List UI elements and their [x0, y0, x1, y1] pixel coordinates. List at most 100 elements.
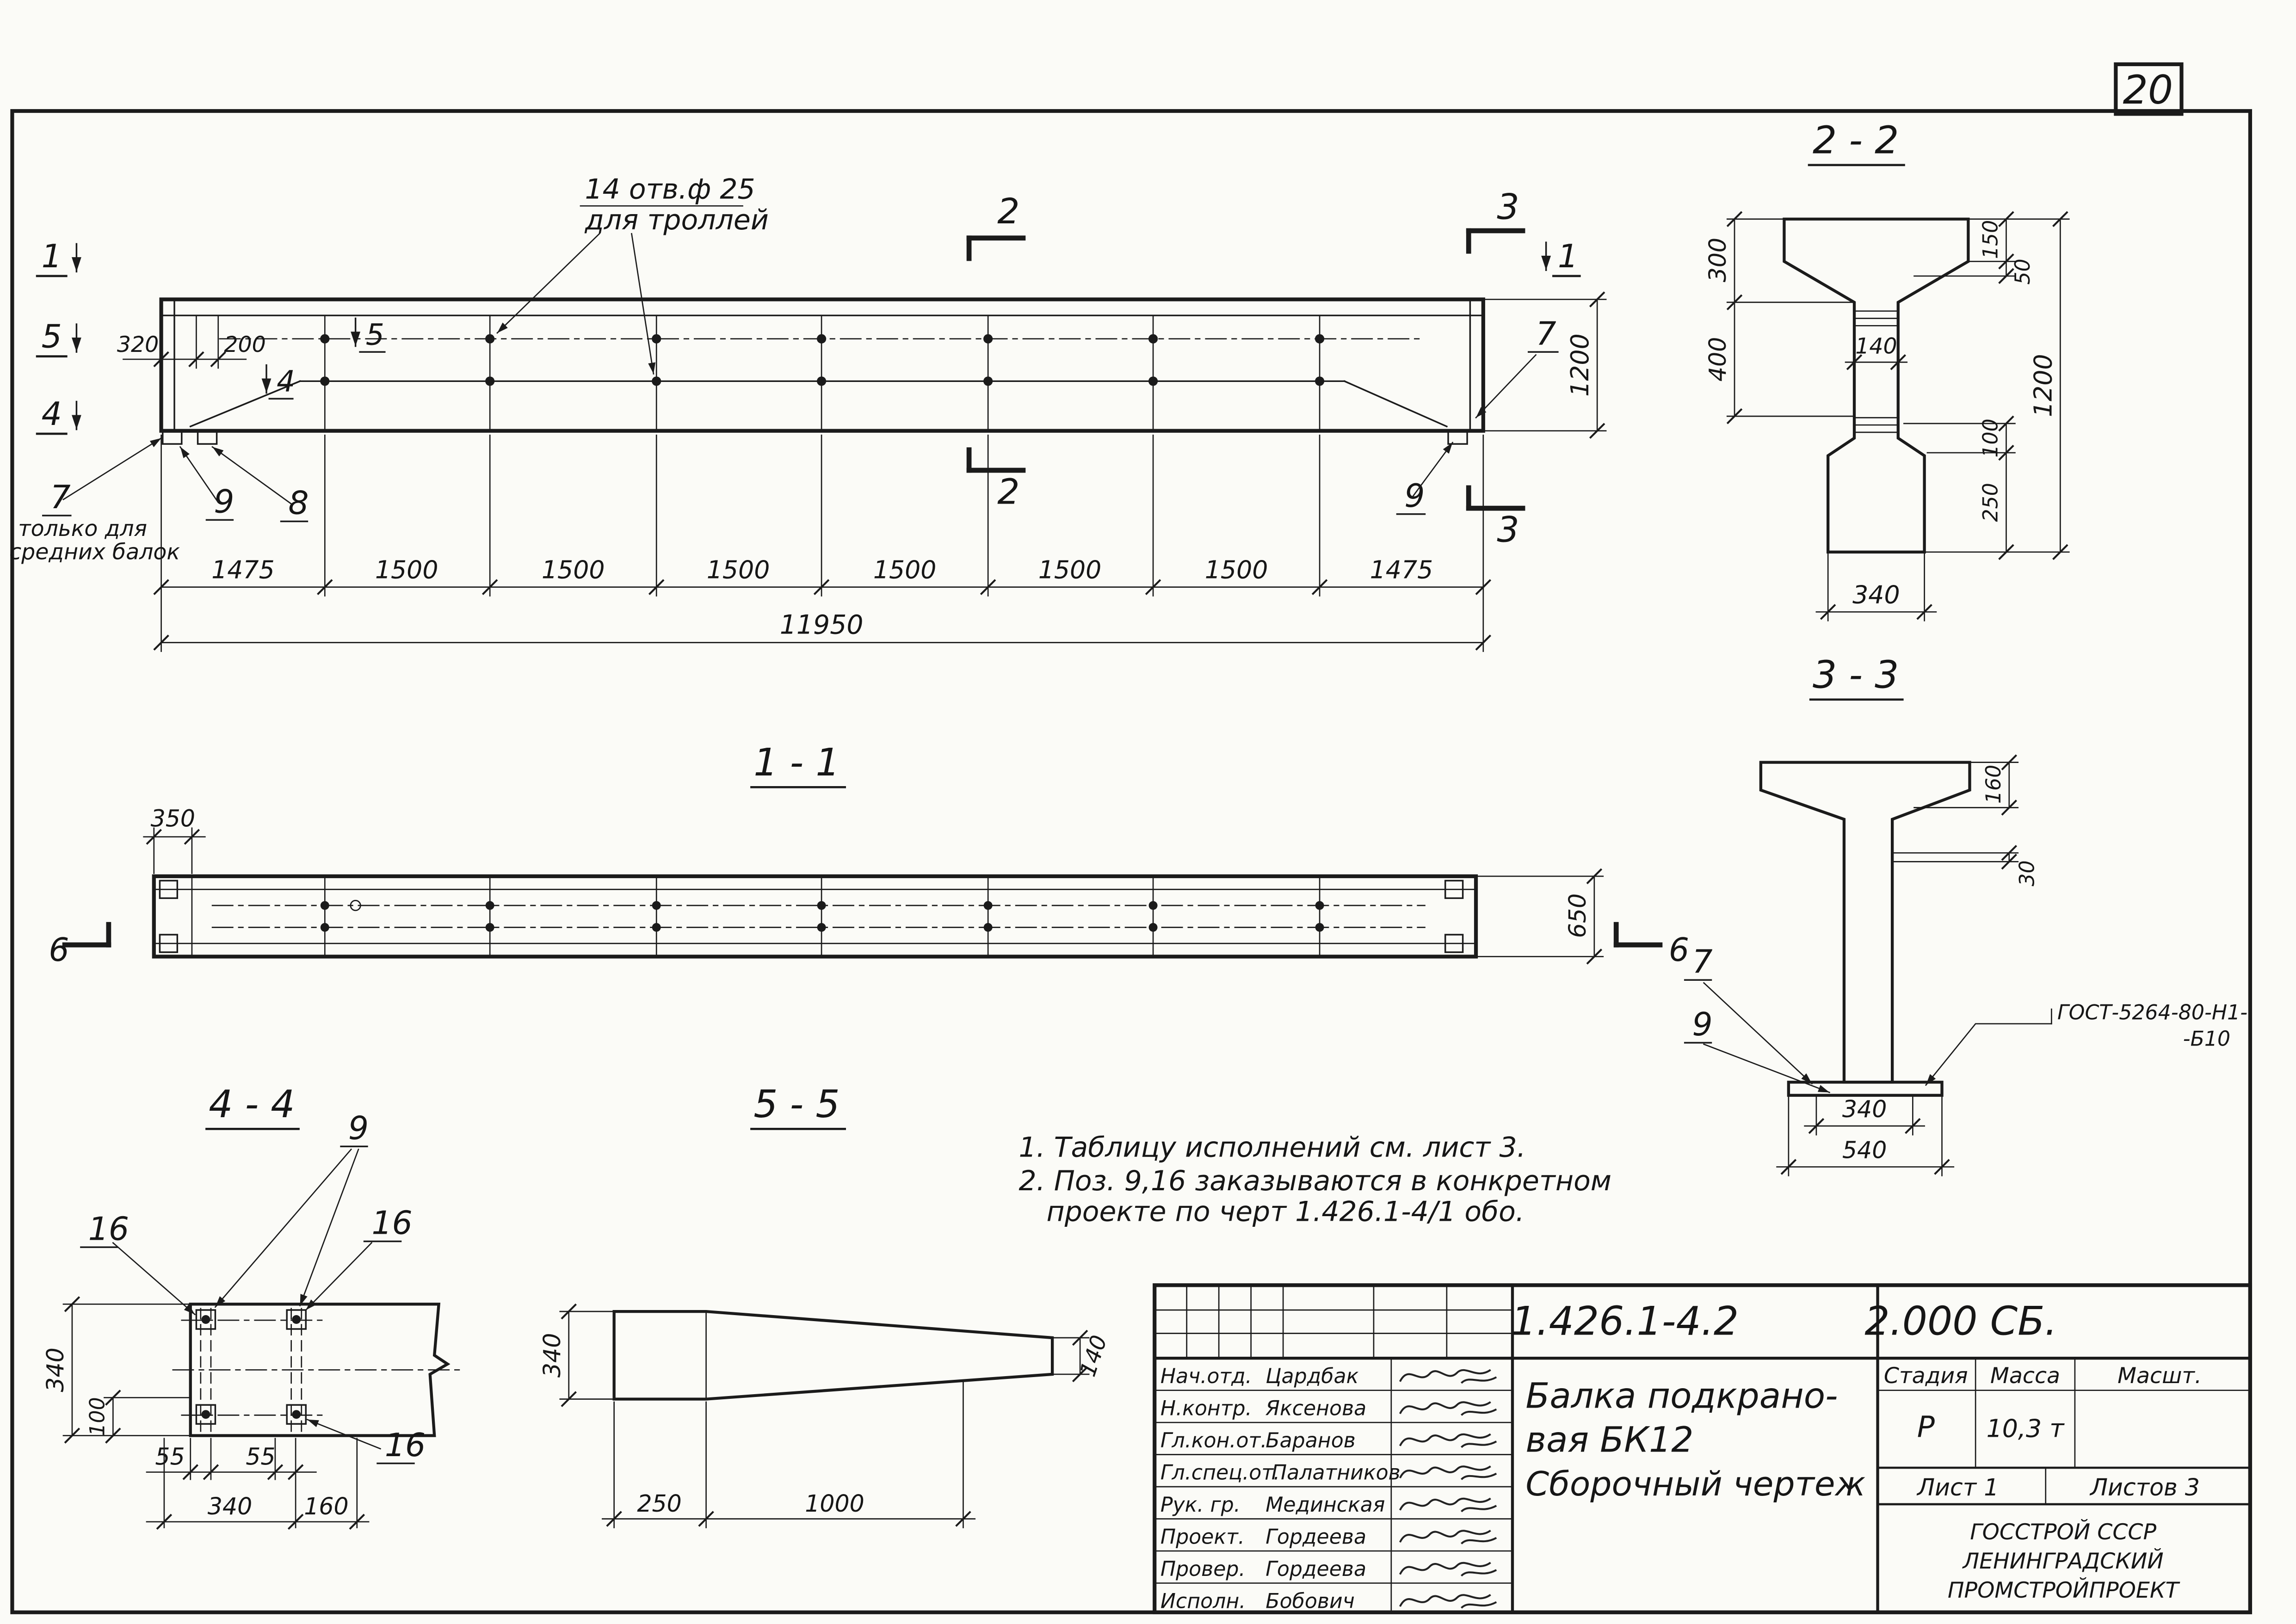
scale-header: Масшт. [2117, 1363, 2202, 1389]
gost-note-line1: ГОСТ-5264-80-Н1- [2057, 1001, 2247, 1024]
row-name: Гордеева [1265, 1557, 1366, 1581]
callouts: 7 9 7 только для средних балок 9 8 [9, 315, 1559, 565]
cross-section-shape [1783, 217, 1970, 554]
gost-note-line2: -Б10 [2183, 1027, 2231, 1051]
dim-1200: 1200 [1565, 333, 1594, 397]
mass-header: Масса [1990, 1363, 2060, 1389]
row-role: Гл.кон.от. [1160, 1429, 1267, 1452]
row-role: Гл.спец.от. [1160, 1461, 1280, 1484]
drawing-title-line2: вая БК12 [1525, 1419, 1693, 1460]
note-line2: 2. Поз. 9,16 заказываются в конкретном [1018, 1165, 1611, 1197]
section-4-4-callouts: 9 16 16 16 [80, 1110, 426, 1464]
row-role: Рук. гр. [1160, 1493, 1241, 1517]
callout-7-left: 7 [50, 479, 71, 516]
cut-mark-2-top: 2 [997, 191, 1019, 232]
plan-stiffeners [324, 875, 1321, 958]
stage-mass-scale: Стадия Масса Масшт. Р 10,3 т Лист 1 Лист… [1884, 1363, 2202, 1501]
bolt-detail [172, 1308, 462, 1432]
left-note-line1: только для [18, 516, 147, 541]
row-name: Гордеева [1265, 1525, 1366, 1549]
chain-dim: 1500 [1038, 555, 1102, 584]
chain-dim: 1475 [1370, 555, 1433, 584]
sheet-number: Лист 1 [1916, 1474, 1999, 1501]
flange-detail-shape [189, 1303, 451, 1437]
section-4-4: 4 - 4 9 16 16 16 340 [42, 1083, 462, 1529]
page-number-box: 20 [2114, 62, 2184, 116]
dim-340-plate: 340 [1842, 1095, 1887, 1123]
dim-340: 340 [1852, 580, 1900, 609]
cut-mark-1: 1 [42, 238, 62, 275]
row-role: Провер. [1160, 1557, 1246, 1581]
callout-16-b: 16 [371, 1205, 412, 1242]
bearing-plate [1787, 1081, 1944, 1097]
section-cut-6: 6 6 [49, 922, 1689, 969]
dim-340-v: 340 [42, 1347, 69, 1392]
row-role: Н.контр. [1160, 1396, 1252, 1420]
org-line1: ГОССТРОЙ СССР [1970, 1519, 2156, 1545]
dim-100-v: 100 [86, 1397, 109, 1436]
row-name: Цардбак [1265, 1365, 1358, 1388]
org-line3: ПРОМСТРОЙПРОЕКТ [1948, 1577, 2180, 1603]
section-3-3-dims: 160 30 340 540 [1776, 755, 2039, 1176]
org-line2: ЛЕНИНГРАДСКИЙ [1962, 1548, 2164, 1574]
chain-dim: 1475 [211, 555, 275, 584]
note-line3: проекте по черт 1.426.1-4/1 обо. [1047, 1195, 1524, 1228]
cut-mark-5: 5 [42, 319, 62, 356]
dim-650: 650 [1475, 869, 1604, 964]
dim-350: 350 [143, 805, 206, 874]
section-1-1-title: 1 - 1 [753, 741, 839, 785]
drawing-title-line3: Сборочный чертеж [1525, 1465, 1865, 1504]
signatures [1400, 1370, 1496, 1608]
title-block: 1.426.1-4.2 2.000 СБ. Нач.отд. Цардбак Н… [1153, 1283, 2253, 1614]
taper-plate-shape [612, 1310, 1054, 1401]
stiffeners [324, 314, 1321, 432]
dim-250: 250 [637, 1490, 681, 1517]
page-number: 20 [2123, 68, 2173, 113]
section-2-2-title: 2 - 2 [1813, 119, 1899, 163]
title-block-grid [1153, 1283, 2253, 1614]
dim-total: 11950 [780, 610, 864, 640]
holes-callout: 14 отв.ф 25 для троллей [496, 173, 769, 375]
dim-540: 540 [1842, 1137, 1887, 1164]
chain-dim: 1500 [707, 555, 770, 584]
dim-50: 50 [2011, 258, 2035, 284]
organization: ГОССТРОЙ СССР ЛЕНИНГРАДСКИЙ ПРОМСТРОЙПРО… [1948, 1519, 2180, 1603]
dim-160: 160 [304, 1493, 348, 1520]
stage-value: Р [1917, 1410, 1935, 1444]
beam-outline [159, 297, 1485, 445]
row-role: Проект. [1160, 1525, 1245, 1549]
cut-mark-4-inner: 4 [277, 364, 295, 398]
note-line1: 1. Таблицу исполнений см. лист 3. [1018, 1131, 1525, 1163]
dim-30: 30 [2015, 861, 2039, 886]
dim-1200-section: 1200 [2028, 354, 2057, 417]
dim-250: 250 [1979, 483, 2003, 522]
plan-outline [152, 874, 1478, 959]
chain-dim: 1500 [542, 555, 605, 584]
section-4-4-title: 4 - 4 [209, 1083, 295, 1126]
holes-label-line1: 14 отв.ф 25 [585, 173, 755, 206]
cut-mark-6-left: 6 [49, 932, 69, 969]
doc-number: 1.426.1-4.2 [1511, 1299, 1739, 1345]
section-5-5-dims: 340 140 250 1000 [538, 1304, 1112, 1528]
row-name: Палатников [1271, 1461, 1401, 1484]
left-note-line2: средних балок [9, 540, 180, 565]
section-cut-3: 3 3 [1466, 187, 1525, 550]
section-marks-left: 1 5 4 [36, 238, 81, 435]
elevation-view: 14 отв.ф 25 для троллей 1 5 4 5 4 2 2 3 [9, 173, 1607, 652]
section-4-4-dims: 340 100 55 55 340 160 [42, 1297, 370, 1529]
callout-7: 7 [1692, 943, 1712, 980]
notes: 1. Таблицу исполнений см. лист 3. 2. Поз… [1018, 1131, 1611, 1228]
dim-55-a: 55 [155, 1443, 185, 1470]
dimension-chain: 1475 1500 1500 1500 1500 1500 1500 1475 … [154, 434, 1491, 652]
callout-16-a: 16 [88, 1211, 129, 1248]
dim-320-200: 320 200 [117, 332, 266, 367]
cut-mark-4: 4 [42, 396, 62, 433]
dim-340-h: 340 [208, 1493, 252, 1520]
section-3-3: 3 - 3 160 30 340 540 7 9 ГОСТ-5264-80-Н1… [1684, 653, 2247, 1176]
cut-mark-2-bottom: 2 [997, 472, 1019, 512]
section-3-3-title: 3 - 3 [1813, 653, 1899, 697]
row-name: Мединская [1265, 1493, 1385, 1517]
dim-320: 320 [117, 332, 159, 357]
dim-160: 160 [1982, 765, 2006, 804]
cut-mark-3-bottom: 3 [1497, 510, 1519, 550]
